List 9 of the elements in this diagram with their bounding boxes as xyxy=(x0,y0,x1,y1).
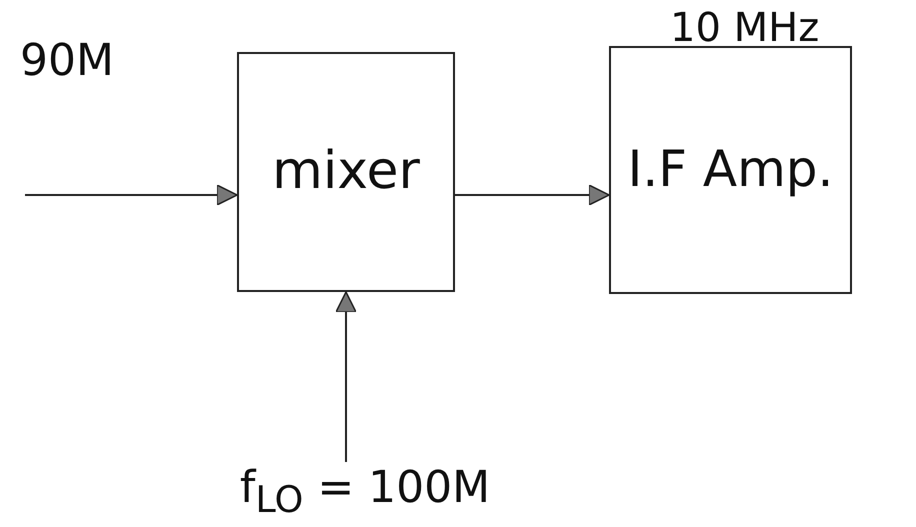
arrow xyxy=(25,184,238,206)
frequency-label: 10 MHz xyxy=(670,5,820,51)
arrow xyxy=(455,184,610,206)
box-text: f$_{LO}$ = 100M xyxy=(240,463,490,521)
process-box xyxy=(237,52,455,292)
arrow xyxy=(335,291,357,462)
box-text: I.F Amp. xyxy=(628,141,834,199)
process-box xyxy=(609,46,852,294)
box-text: mixer xyxy=(272,142,420,202)
